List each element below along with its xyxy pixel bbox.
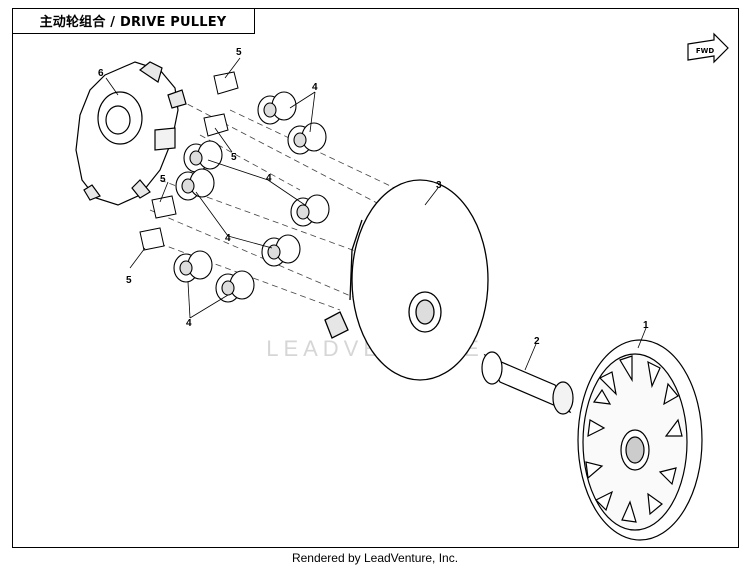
callout-1: 1 bbox=[643, 320, 649, 331]
slider-part bbox=[139, 71, 239, 251]
callout-5-mid: 5 bbox=[231, 152, 237, 163]
fwd-label: FWD bbox=[696, 47, 715, 55]
title-box: 主动轮组合 / DRIVE PULLEY bbox=[12, 8, 255, 34]
callout-4-mid: 4 bbox=[266, 173, 272, 184]
leader-lines bbox=[105, 57, 647, 371]
callout-2: 2 bbox=[534, 336, 540, 347]
spider-plate-part bbox=[75, 61, 187, 206]
fixed-sheave-part bbox=[577, 339, 703, 541]
callout-5-left: 5 bbox=[160, 174, 166, 185]
callout-4-bottom: 4 bbox=[186, 318, 192, 329]
fwd-arrow-icon: FWD bbox=[687, 32, 729, 64]
roller-part bbox=[173, 91, 330, 303]
callout-5-top: 5 bbox=[236, 47, 242, 58]
movable-sheave-part bbox=[324, 179, 489, 381]
footer-credit: Rendered by LeadVenture, Inc. bbox=[291, 551, 459, 565]
callout-6: 6 bbox=[98, 68, 104, 79]
callout-4-top: 4 bbox=[312, 82, 318, 93]
callouts: 6 5 4 5 5 4 4 5 4 3 2 1 bbox=[98, 47, 649, 347]
callout-5-bottom: 5 bbox=[126, 275, 132, 286]
page-title: 主动轮组合 / DRIVE PULLEY bbox=[39, 15, 227, 30]
drawing-frame bbox=[12, 8, 739, 548]
callout-4-low: 4 bbox=[225, 233, 231, 244]
callout-3: 3 bbox=[436, 180, 442, 191]
sleeve-part bbox=[481, 351, 574, 415]
